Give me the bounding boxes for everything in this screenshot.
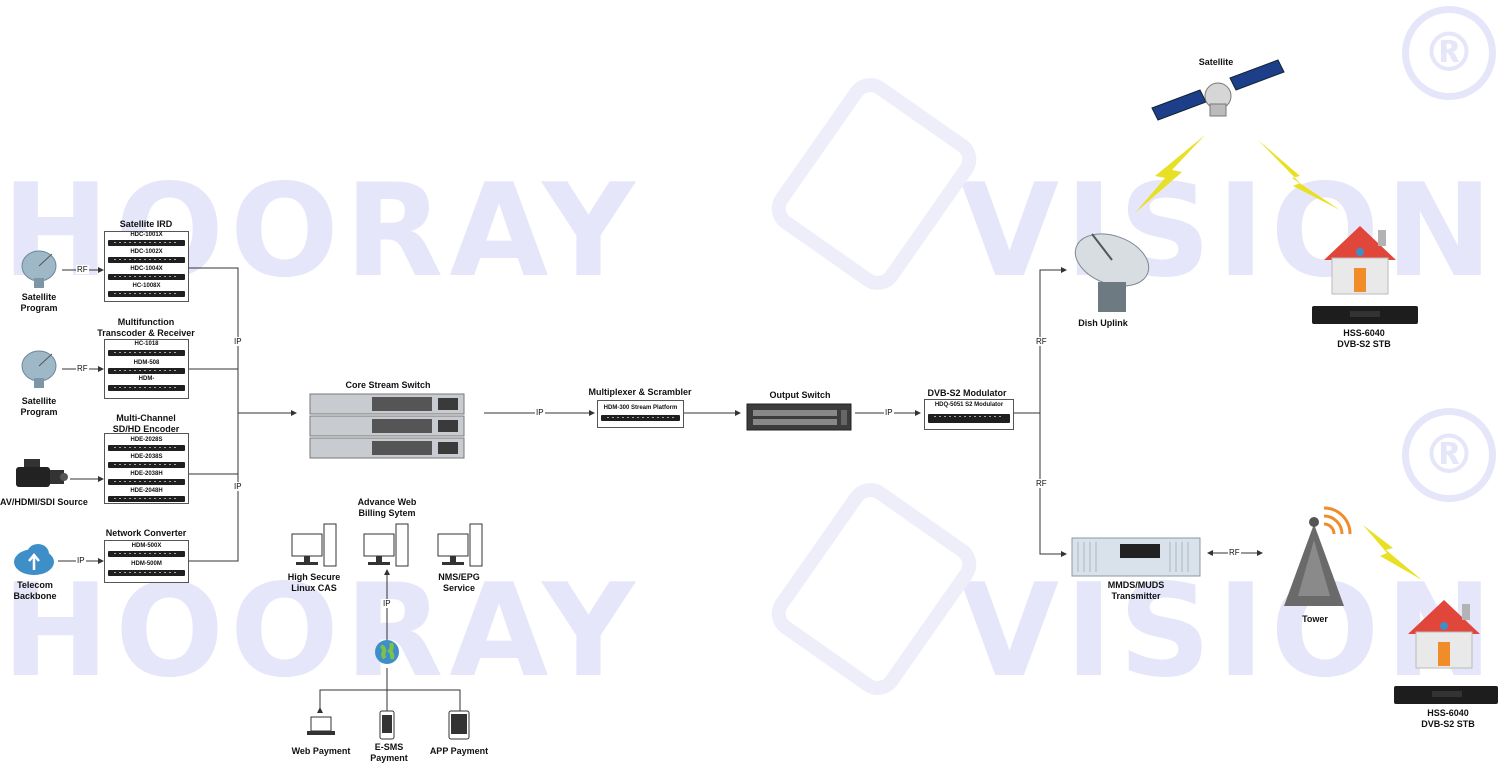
- watermark-brand-bottom-right: VISION: [960, 557, 1499, 706]
- output-switch-icon: [746, 403, 852, 431]
- modulator-device-label: HDQ-5051 S2 Modulator: [934, 402, 1004, 408]
- cas-label: High Secure Linux CAS: [287, 572, 341, 593]
- computer-icon: [291, 523, 337, 567]
- rf-label-tower: RF: [1228, 548, 1241, 557]
- house-icon: [1408, 600, 1480, 669]
- telecom-backbone-label: Telecom Backbone: [13, 580, 57, 601]
- multiplexer-title: Multiplexer & Scrambler: [588, 387, 692, 397]
- rack-unit: [108, 385, 185, 391]
- rack-unit: [108, 479, 185, 485]
- phone-icon: [379, 710, 395, 740]
- rack-unit: [108, 274, 185, 280]
- rack-unit: [108, 350, 185, 356]
- rack-unit: [108, 445, 185, 451]
- satellite-ird-rack: HDC-1001X HDC-1002X HDC-1004X HC-1008X: [104, 231, 189, 302]
- rack-model-label: HC-1018: [134, 341, 159, 347]
- tablet-icon: [448, 710, 470, 740]
- rack-model-label: HC-1008X: [132, 283, 161, 289]
- rack-model-label: HDM-500X: [131, 543, 162, 549]
- ip-label-telecom: IP: [76, 556, 86, 565]
- multiplexer-device-label: HDM-300 Stream Platform: [603, 405, 678, 411]
- dish-uplink-label: Dish Uplink: [1078, 318, 1128, 328]
- rack-model-label: HDC-1001X: [130, 232, 163, 238]
- stb-device-icon: [1394, 686, 1498, 704]
- rf-label-sat2: RF: [76, 364, 89, 373]
- satellite-program-label: Satellite Program: [20, 292, 58, 313]
- esms-payment-label: E-SMS Payment: [370, 742, 408, 763]
- cloud-upload-icon: [14, 544, 54, 575]
- rack-unit: [108, 496, 185, 502]
- network-converter-title: Network Converter: [105, 528, 187, 538]
- ip-label-core: IP: [535, 408, 545, 417]
- billing-title: Advance Web Billing Sytem: [357, 497, 417, 518]
- rack-unit: [601, 415, 680, 421]
- ip-label-output: IP: [884, 408, 894, 417]
- rack-model-label: HDC-1002X: [130, 249, 163, 255]
- ip-label-bus-bottom: IP: [233, 482, 243, 491]
- network-converter-rack: HDM-500X HDM-500M: [104, 540, 189, 583]
- rack-model-label: HDC-1004X: [130, 266, 163, 272]
- multiplexer-device: HDM-300 Stream Platform: [597, 400, 684, 428]
- transmitter-icon: [1071, 537, 1201, 577]
- satellite-program-label: Satellite Program: [20, 396, 58, 417]
- satellite-icon: [1151, 59, 1285, 121]
- rack-unit: [108, 291, 185, 297]
- computer-icon: [437, 523, 483, 567]
- encoder-title: Multi-Channel SD/HD Encoder: [112, 413, 180, 434]
- rf-label-transmitter: RF: [1035, 479, 1048, 488]
- house-icon: [1324, 226, 1396, 295]
- app-payment-label: APP Payment: [429, 746, 489, 756]
- rack-unit: [108, 240, 185, 246]
- core-switch-title: Core Stream Switch: [345, 380, 431, 390]
- watermark-brand-bottom-left: HOORAY: [2, 557, 641, 706]
- rack-model-label: HDM-500M: [131, 561, 162, 567]
- rack-unit: [108, 257, 185, 263]
- dish-uplink-icon: [1074, 233, 1150, 312]
- rack-model-label: HDE-2038S: [130, 454, 163, 460]
- rack-model-label: HDM-: [138, 376, 155, 382]
- av-source-label: AV/HDMI/SDI Source: [0, 497, 88, 507]
- encoder-rack: HDE-2028S HDE-2038S HDE-2038H HDE-2048H: [104, 433, 189, 504]
- tower-label: Tower: [1302, 614, 1328, 624]
- ip-label-bus-top: IP: [233, 337, 243, 346]
- satellite-title: Satellite: [1198, 57, 1234, 67]
- stb-bottom-label: HSS-6040 DVB-S2 STB: [1421, 708, 1475, 729]
- modulator-device: HDQ-5051 S2 Modulator: [924, 399, 1014, 430]
- transcoder-title: Multifunction Transcoder & Receiver: [97, 317, 195, 338]
- watermark-registered-top: ®: [1402, 6, 1496, 100]
- satellite-ird-title: Satellite IRD: [119, 219, 173, 229]
- watermark-registered-bottom: ®: [1402, 408, 1496, 502]
- video-camera-icon: [16, 459, 68, 487]
- watermark-brand-top-right: VISION: [960, 157, 1499, 306]
- rack-unit: [928, 414, 1010, 423]
- rack-model-label: HDE-2038H: [130, 471, 163, 477]
- core-switch-icon: [309, 393, 465, 459]
- rack-model-label: HDM-508: [133, 360, 160, 366]
- rack-unit: [108, 368, 185, 374]
- rack-unit: [108, 570, 185, 576]
- rf-label-sat1: RF: [76, 265, 89, 274]
- nms-epg-label: NMS/EPG Service: [438, 572, 480, 593]
- rf-label-uplink: RF: [1035, 337, 1048, 346]
- rack-model-label: HDE-2028S: [130, 437, 163, 443]
- output-switch-title: Output Switch: [769, 390, 831, 400]
- stb-top-label: HSS-6040 DVB-S2 STB: [1337, 328, 1391, 349]
- stb-device-icon: [1312, 306, 1418, 324]
- transmitter-label: MMDS/MUDS Transmitter: [1107, 580, 1165, 601]
- modulator-title: DVB-S2 Modulator: [927, 388, 1007, 398]
- tower-icon: [1284, 506, 1352, 606]
- rack-unit: [108, 462, 185, 468]
- ip-label-billing: IP: [382, 599, 392, 608]
- satellite-dish-icon: [21, 250, 57, 288]
- rack-unit: [108, 551, 185, 557]
- satellite-dish-icon: [21, 350, 57, 388]
- computer-icon: [363, 523, 409, 567]
- web-payment-label: Web Payment: [291, 746, 351, 756]
- transcoder-rack: HC-1018 HDM-508 HDM-: [104, 339, 189, 399]
- laptop-icon: [307, 716, 335, 735]
- rack-model-label: HDE-2048H: [130, 488, 163, 494]
- globe-icon: [375, 640, 399, 664]
